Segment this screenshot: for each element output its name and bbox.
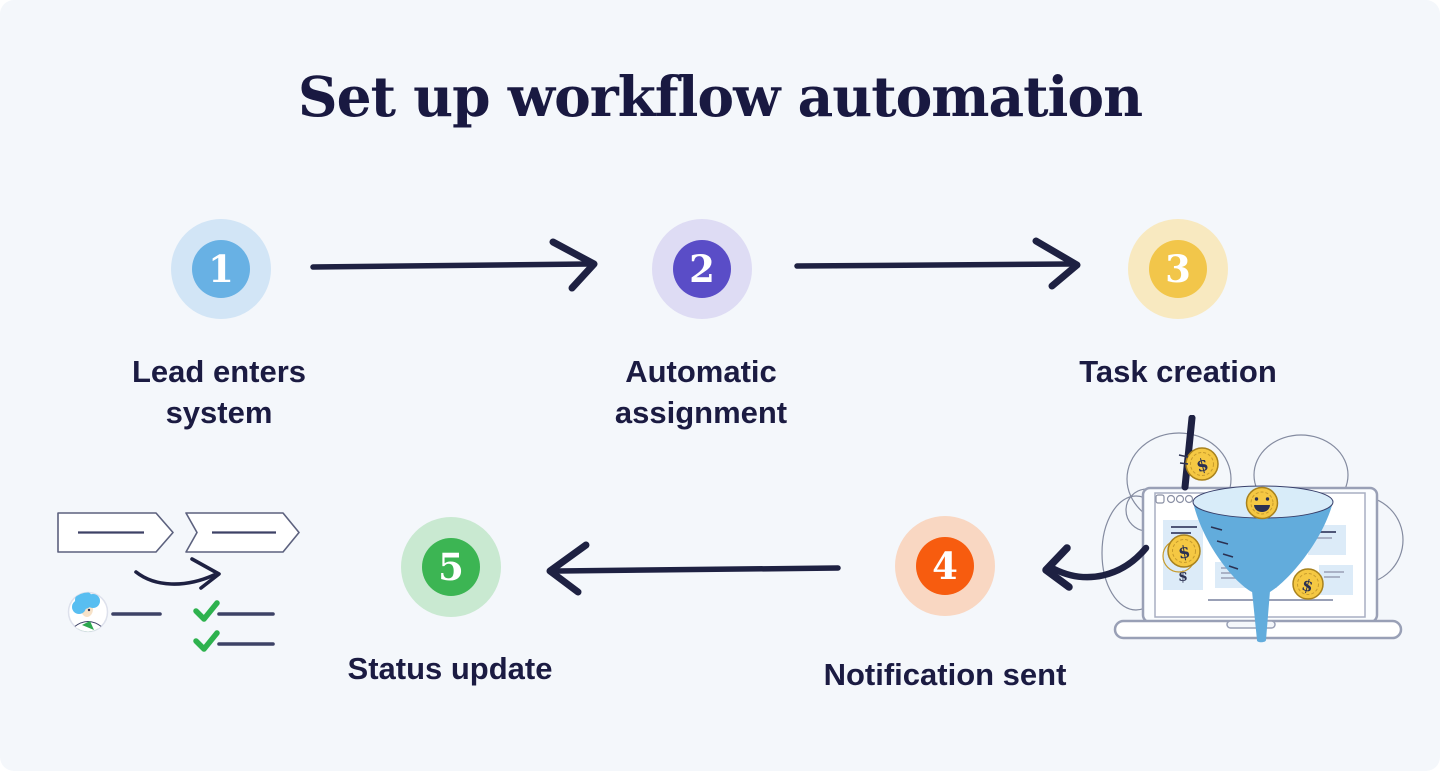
svg-text:$: $ [1194,455,1211,477]
step-1-number-badge: 1 [192,240,250,298]
step-4-number: 4 [932,544,958,588]
step-3-ring: 3 [1128,219,1228,319]
curved-right-arrow-icon [134,557,221,590]
step-2-ring: 2 [652,219,752,319]
svg-text:$: $ [1177,542,1192,564]
step-4-ring: 4 [895,516,995,616]
step-1-label: Lead enters system [131,354,306,430]
lead-funnel-laptop-illustration: $ $ [1101,415,1404,643]
step3-connector-line [1181,415,1196,491]
step-3-number-badge: 3 [1149,240,1207,298]
step-2-number-badge: 2 [673,240,731,298]
step-2-label: Automatic assignment [614,354,788,430]
svg-text:$: $ [1178,569,1188,585]
step-3-number: 3 [1165,247,1191,291]
smiley-coin-icon [1245,486,1279,520]
checklist-lines [111,612,275,646]
step-5-number-badge: 5 [422,538,480,596]
arrow-step4-to-step5 [546,541,841,596]
step-1-number: 1 [208,247,234,291]
checkmark-icon [193,600,220,652]
dollar-coin-icon: $ [1292,568,1324,600]
dollar-coin-icon: $ [1178,447,1219,481]
avatar [67,591,109,633]
step-5-ring: 5 [401,517,501,617]
dollar-coin-icon: $ [1162,534,1201,573]
step-5-number: 5 [438,545,464,589]
status-checklist-illustration [57,512,300,652]
step-2-number: 2 [689,247,715,291]
step-4-label: Notification sent [823,657,1067,692]
arrow-step2-to-step3 [794,237,1081,290]
step-5-label: Status update [347,651,553,686]
svg-text:$: $ [1300,575,1316,596]
page-title: Set up workflow automation [297,64,1143,129]
arrow-step1-to-step2 [310,238,598,292]
step-3-label: Task creation [1079,354,1277,389]
step-4-number-badge: 4 [916,537,974,595]
step-1-ring: 1 [171,219,271,319]
